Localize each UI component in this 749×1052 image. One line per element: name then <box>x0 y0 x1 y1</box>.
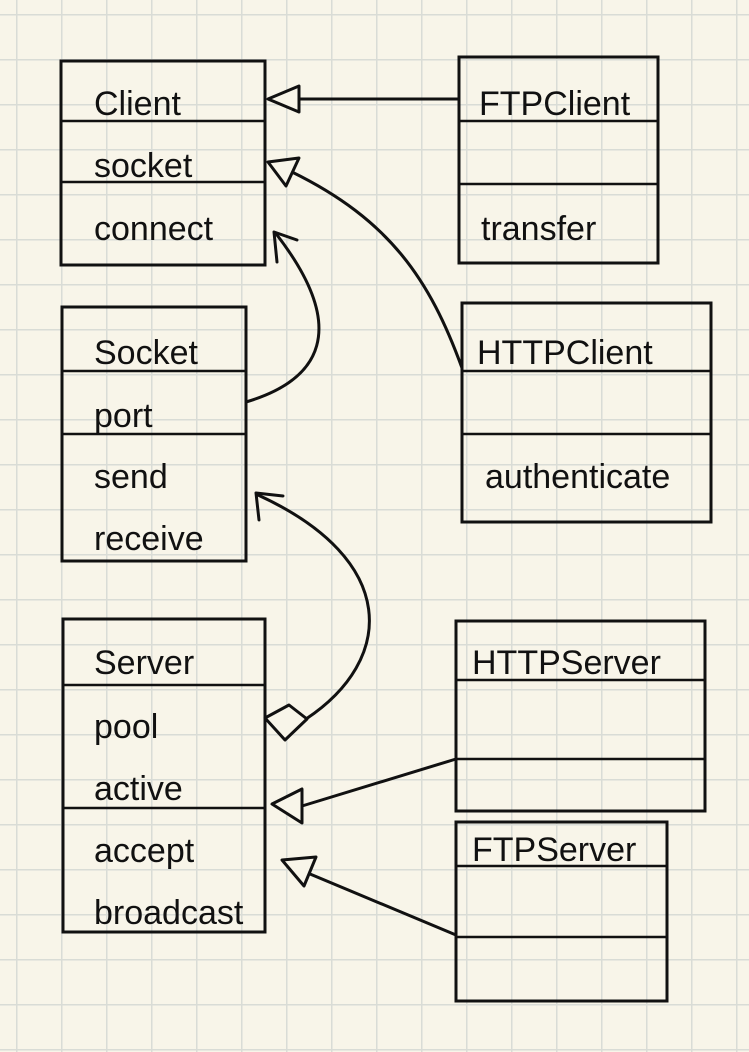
class-server-attr-active: active <box>94 770 183 808</box>
relation-httpclient-client-inheritance[interactable] <box>266 156 464 370</box>
class-client[interactable]: Client socket connect <box>59 59 267 267</box>
class-socket-name: Socket <box>94 334 198 372</box>
class-httpserver-name: HTTPServer <box>472 644 661 682</box>
class-ftpclient-method-transfer: transfer <box>481 210 596 248</box>
inheritance-arrowhead-icon <box>266 156 301 188</box>
class-server[interactable]: Server pool active accept broadcast <box>61 617 267 934</box>
relation-server-socket-line <box>256 493 371 721</box>
class-ftpserver-name: FTPServer <box>472 831 636 869</box>
class-client-frame <box>59 59 267 267</box>
class-httpserver[interactable]: HTTPServer <box>454 619 707 813</box>
class-ftpclient-frame <box>457 55 660 265</box>
relation-socket-client-association[interactable] <box>244 230 321 404</box>
class-httpserver-frame <box>454 619 707 813</box>
class-socket[interactable]: Socket port send receive <box>60 305 248 563</box>
class-socket-method-send: send <box>94 458 168 496</box>
relation-socket-client-line <box>244 233 321 404</box>
class-server-name: Server <box>94 644 194 682</box>
class-server-method-accept: accept <box>94 832 195 870</box>
class-server-attr-pool: pool <box>94 708 158 746</box>
relation-ftpclient-client-inheritance[interactable] <box>266 84 461 114</box>
class-server-frame <box>61 617 267 934</box>
class-client-method-connect: connect <box>94 210 214 248</box>
inheritance-arrowhead-icon <box>270 787 304 825</box>
class-ftpserver[interactable]: FTPServer <box>454 820 669 1003</box>
relation-server-socket-aggregation[interactable] <box>254 491 371 742</box>
class-httpclient[interactable]: HTTPClient authenticate <box>460 301 713 524</box>
class-httpclient-name: HTTPClient <box>477 334 653 372</box>
class-ftpserver-frame <box>454 820 669 1003</box>
class-server-method-broadcast: broadcast <box>94 894 244 932</box>
relation-ftpserver-server-line <box>308 872 458 937</box>
relation-ftpserver-server-inheritance[interactable] <box>280 855 458 937</box>
class-socket-attr-port: port <box>94 397 153 435</box>
class-ftpclient[interactable]: FTPClient transfer <box>457 55 660 265</box>
inheritance-arrowhead-icon <box>266 84 301 114</box>
aggregation-diamond-icon <box>263 703 309 742</box>
open-arrowhead-icon <box>254 491 285 522</box>
open-arrowhead-icon <box>272 230 299 264</box>
class-ftpclient-name: FTPClient <box>479 85 631 123</box>
relation-httpserver-server-inheritance[interactable] <box>270 757 458 825</box>
class-client-name: Client <box>94 85 181 123</box>
relation-httpclient-client-line <box>290 170 464 370</box>
inheritance-arrowhead-icon <box>280 855 318 888</box>
relation-httpserver-server-line <box>300 757 458 808</box>
class-socket-method-receive: receive <box>94 520 204 558</box>
class-client-attr-socket: socket <box>94 147 193 185</box>
class-httpclient-frame <box>460 301 713 524</box>
class-httpclient-method-authenticate: authenticate <box>485 458 670 496</box>
